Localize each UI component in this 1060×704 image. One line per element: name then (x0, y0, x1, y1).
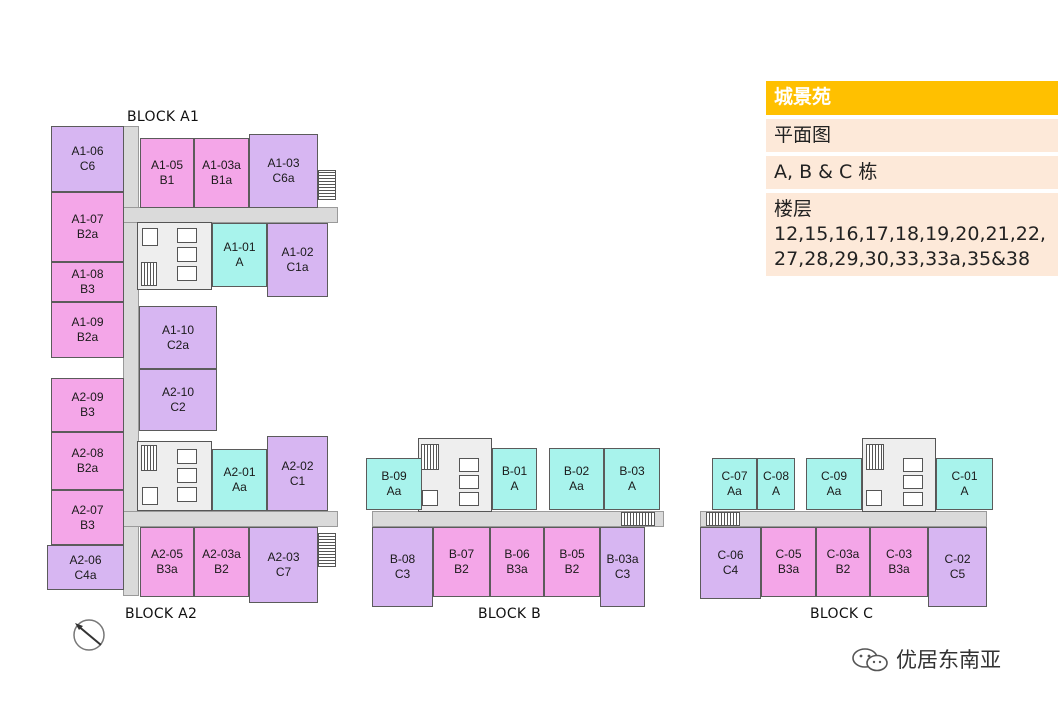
lift (177, 468, 197, 483)
lift (459, 475, 479, 489)
stairs (141, 445, 157, 471)
lobby (422, 490, 438, 506)
lobby (866, 490, 882, 506)
lift (177, 228, 197, 243)
lift (903, 492, 923, 506)
info-blocks-label: A, B & C 栋 (766, 156, 1058, 189)
lobby (142, 228, 158, 246)
block-a2-label: BLOCK A2 (125, 606, 198, 622)
block-a1-top-corridor (123, 207, 338, 223)
info-floors-label: 楼层 (774, 198, 813, 220)
lift (177, 266, 197, 281)
info-floors: 楼层 12,15,16,17,18,19,20,21,22, 27,28,29,… (766, 193, 1058, 276)
block-c-corridor (700, 511, 987, 527)
block-a1-label: BLOCK A1 (127, 109, 200, 125)
stairs (621, 512, 655, 526)
lift (177, 487, 197, 502)
stairs (318, 170, 336, 200)
block-b-corridor (372, 511, 664, 527)
lift (177, 449, 197, 464)
stairs (866, 444, 884, 470)
block-c-label: BLOCK C (810, 606, 874, 622)
lift (459, 458, 479, 472)
info-floors-line1: 12,15,16,17,18,19,20,21,22, (774, 223, 1046, 245)
stairs (141, 262, 157, 286)
block-a-main-corridor (123, 126, 139, 596)
stairs (421, 444, 439, 470)
info-title: 城景苑 (766, 81, 1058, 115)
info-floors-line2: 27,28,29,30,33,33a,35&38 (774, 248, 1031, 270)
north-compass-icon (73, 619, 105, 651)
lift (459, 492, 479, 506)
watermark-text: 优居东南亚 (896, 648, 1001, 672)
block-b-label: BLOCK B (478, 606, 542, 622)
watermark: 优居东南亚 (850, 644, 1001, 674)
lift (903, 475, 923, 489)
block-a2-bottom-corridor (123, 511, 338, 527)
info-plan-label: 平面图 (766, 119, 1058, 152)
lobby (142, 487, 158, 505)
info-box: 城景苑 平面图 A, B & C 栋 楼层 12,15,16,17,18,19,… (766, 81, 1058, 280)
stairs (318, 533, 336, 567)
wechat-icon (852, 648, 888, 672)
stairs (706, 512, 740, 526)
lift (903, 458, 923, 472)
lift (177, 247, 197, 262)
